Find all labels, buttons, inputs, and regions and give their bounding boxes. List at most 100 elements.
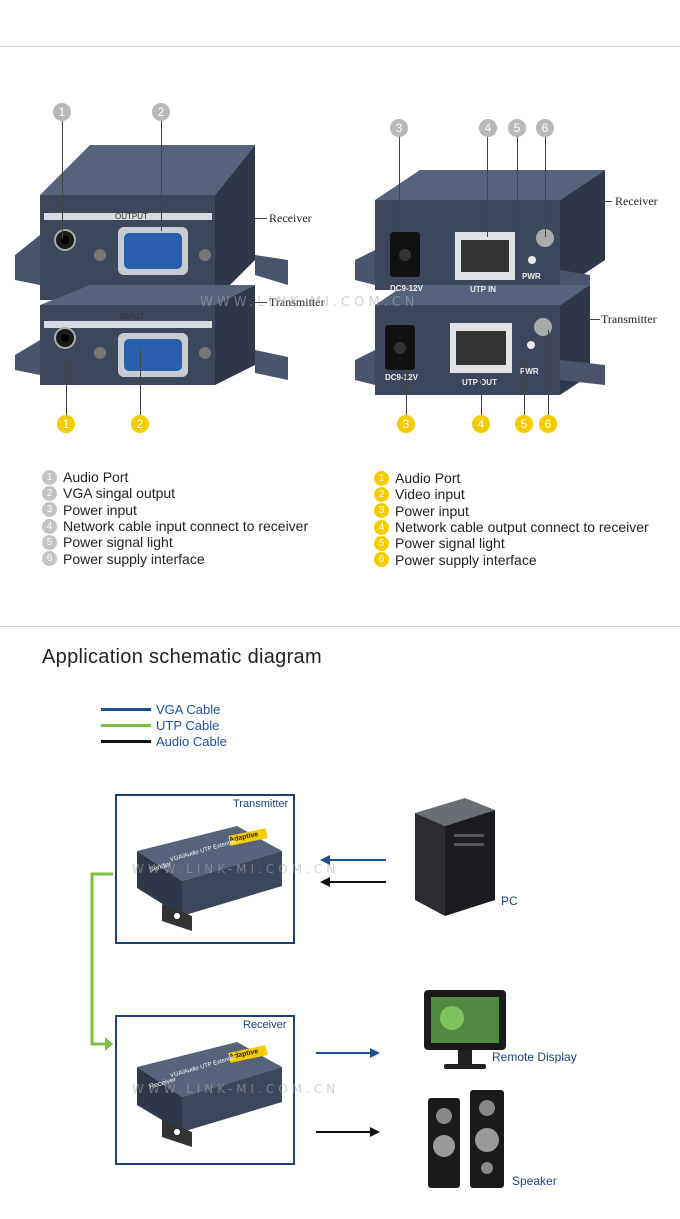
callout-yellow: 6 [539,415,557,433]
callout-yellow: 1 [57,415,75,433]
utp-out-label: UTP OUT [462,378,497,387]
number-badge: 3 [42,502,57,518]
speaker-label: Speaker [512,1174,557,1188]
legend-swatch [101,723,151,727]
callout-yellow: 4 [472,415,490,433]
callout-grey: 2 [152,103,170,121]
list-item-text: Power signal light [395,535,505,552]
leader-line [588,319,600,320]
list-item: 3 Power input [374,503,649,519]
rear-devices-illustration [355,170,605,395]
transmitter-label-right: Transmitter [601,312,657,326]
leader-line [517,137,518,257]
receiver-frame: Receiver Adaptive VGA/Audio UTP Extender… [115,1015,295,1165]
number-badge: 2 [42,485,57,501]
number-badge: 1 [42,469,57,485]
callout-grey: 3 [390,119,408,137]
callout-grey: 6 [536,119,554,137]
list-item: 1 Audio Port [42,469,308,485]
leader-line [524,358,525,415]
legend-item-audio: Audio Cable [101,734,227,750]
callout-grey: 4 [479,119,497,137]
watermark: WWW.LINK-MI.COM.CN [132,862,340,876]
list-item: 6 Power supply interface [42,550,308,567]
number-badge: 6 [374,552,389,568]
section-divider [0,626,680,627]
leader-line [548,330,549,415]
list-item-text: Power supply interface [63,550,205,567]
dc-label-top: DC9-12V [390,284,423,293]
section-title: Application schematic diagram [42,646,322,668]
list-item: 3 Power input [42,502,308,518]
callout-yellow: 2 [131,415,149,433]
cable-legend: VGA Cable UTP Cable Audio Cable [101,701,227,750]
list-item-text: Network cable input connect to receiver [63,518,309,535]
top-divider [0,46,680,47]
leader-line [140,350,141,415]
callout-grey: 1 [53,103,71,121]
list-item: 6 Power supply interface [374,551,649,568]
list-item-text: VGA singal output [63,485,176,502]
watermark: WWW.LINK-MI.COM.CN [200,295,419,310]
utp-in-label: UTP IN [470,285,497,294]
receiver-label: Receiver [243,1019,287,1031]
callout-grey: 5 [508,119,526,137]
legend-swatch [101,707,151,711]
legend-label: Audio Cable [156,734,227,750]
number-badge: 3 [374,503,389,519]
leader-line [255,218,267,219]
list-item: 1 Audio Port [374,470,649,486]
number-badge: 6 [42,551,57,567]
leader-line [600,201,612,202]
leader-line [62,121,63,239]
leader-line [481,378,482,415]
remote-display-icon [424,990,506,1069]
number-badge: 5 [374,535,389,551]
number-badge: 4 [42,518,57,534]
number-badge: 4 [374,519,389,535]
legend-item-vga: VGA Cable [101,701,227,717]
legend-label: UTP Cable [156,717,220,733]
number-badge: 1 [374,470,389,486]
list-item-text: Video input [395,486,465,503]
input-port-label: INPUT [120,312,144,321]
list-item: 5 Power signal light [42,534,308,550]
front-devices-illustration [15,145,288,385]
leader-line [406,370,407,415]
connection-diagram [90,855,386,1137]
front-product-photo: OUTPUT INPUT [0,95,340,440]
receiver-device-icon [137,1042,282,1147]
list-item-text: Power input [63,501,137,518]
list-item-text: Power supply interface [395,551,537,568]
remote-display-label: Remote Display [492,1050,577,1064]
number-badge: 5 [42,534,57,550]
transmitter-device-icon [137,826,282,931]
receiver-label-right: Receiver [615,194,658,208]
list-item-text: Network cable output connect to receiver [395,519,649,536]
watermark: WWW.LINK-MI.COM.CN [132,1082,340,1096]
list-item-text: Power signal light [63,534,173,551]
legend-swatch [101,740,151,744]
list-item: 2 Video input [374,486,649,502]
callout-yellow: 5 [515,415,533,433]
list-item: 4 Network cable output connect to receive… [374,519,649,535]
speaker-icon [428,1090,504,1188]
list-item: 4 Network cable input connect to receiver [42,518,308,534]
leader-line [161,121,162,231]
receiver-port-list: 1 Audio Port 2 VGA singal output 3 Power in… [42,469,308,567]
leader-line [545,137,546,237]
list-item-text: Audio Port [63,469,129,486]
receiver-label-left: Receiver [269,211,312,225]
legend-label: VGA Cable [156,701,221,717]
number-badge: 2 [374,486,389,502]
leader-line [487,137,488,237]
list-item-text: Power input [395,502,469,519]
list-item-text: Audio Port [395,470,461,487]
pwr-label-top: PWR [522,272,541,281]
leader-line [66,360,67,415]
list-item: 2 VGA singal output [42,485,308,501]
dc-label-bottom: DC9-12V [385,373,418,382]
leader-line [399,137,400,232]
pwr-label-bottom: PWR [520,367,539,376]
